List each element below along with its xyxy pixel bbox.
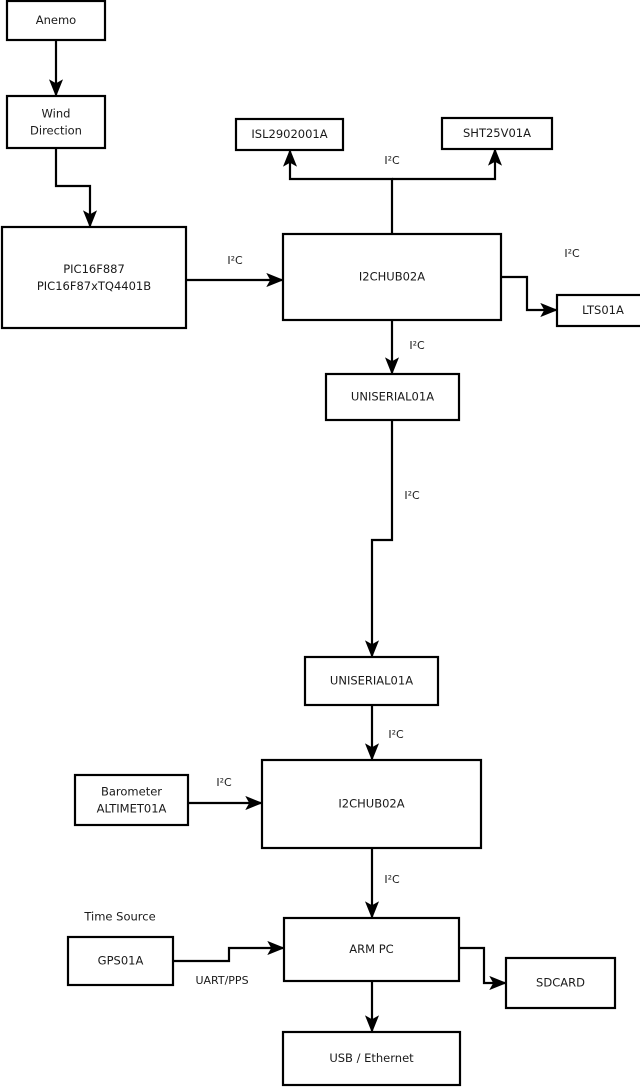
node-sdcard[interactable]: SDCARD: [504, 956, 617, 1010]
node-label-barometer-line1: Barometer: [101, 785, 162, 799]
node-label-sdcard: SDCARD: [536, 976, 585, 990]
edge-barometer-hub-bot: I²C: [171, 776, 263, 811]
node-label-wind-line1: Wind: [42, 107, 71, 121]
node-box-lts[interactable]: [555, 293, 640, 328]
node-label-anemo: Anemo: [36, 13, 76, 27]
node-uniserial-top[interactable]: UNISERIAL01A: [324, 372, 461, 422]
node-label-lts: LTS01A: [582, 303, 624, 317]
free-label-time-source: Time Source: [83, 910, 155, 924]
edge-path-hub-top-lts: [484, 269, 558, 318]
edge-uniserial-hub-bot: I²C: [364, 688, 404, 761]
node-uniserial-bot[interactable]: UNISERIAL01A: [303, 655, 440, 707]
edge-label-barometer-hub-bot: I²C: [216, 776, 232, 789]
node-sht[interactable]: SHT25V01A: [440, 116, 554, 151]
node-usbeth[interactable]: USB / Ethernet: [281, 1030, 462, 1087]
node-label-uniserial-top: UNISERIAL01A: [351, 390, 434, 404]
node-box-hub-top[interactable]: [281, 232, 503, 322]
node-box-anemo[interactable]: [5, 0, 107, 42]
edge-uniserial-chain: I²C: [364, 403, 420, 658]
edge-label-hub-top-uniserial: I²C: [409, 339, 425, 352]
edge-label-pic-hub-top: I²C: [227, 254, 243, 267]
node-box-uniserial-top[interactable]: [324, 372, 461, 422]
node-label-pic-line2: PIC16F87xTQ4401B: [37, 279, 151, 293]
node-lts[interactable]: LTS01A: [555, 293, 640, 328]
node-label-usbeth: USB / Ethernet: [329, 1051, 414, 1065]
node-isl[interactable]: ISL2902001A: [234, 117, 345, 152]
edge-label-hub-bot-armpc: I²C: [384, 873, 400, 886]
edges-layer: I²C I²C I²C I²C I²C I²C I²C I²C UART/PPS: [48, 23, 580, 1033]
edge-path-armpc-sdcard: [442, 940, 507, 991]
node-label-wind-line2: Direction: [30, 124, 82, 138]
node-box-gps[interactable]: [66, 935, 175, 987]
node-label-sht: SHT25V01A: [463, 126, 531, 140]
node-label-hub-bot: I2CHUB02A: [338, 797, 404, 811]
node-box-usbeth[interactable]: [281, 1030, 462, 1087]
node-label-armpc: ARM PC: [349, 942, 393, 956]
free-labels-layer: Time Source: [83, 910, 155, 924]
node-hub-bot[interactable]: I2CHUB02A: [260, 758, 483, 850]
edge-wind-pic: [48, 131, 98, 228]
edge-gps-armpc: UART/PPS: [173, 940, 285, 987]
node-label-gps: GPS01A: [98, 954, 144, 968]
edge-path-wind-pic: [48, 131, 98, 228]
node-label-isl: ISL2902001A: [251, 127, 327, 141]
node-gps[interactable]: GPS01A: [66, 935, 175, 987]
node-label-pic-line1: PIC16F887: [63, 262, 125, 276]
node-label-barometer-line2: ALTIMET01A: [97, 802, 167, 816]
node-box-pic[interactable]: [0, 225, 188, 330]
node-hub-top[interactable]: I2CHUB02A: [281, 232, 503, 322]
edge-label-uniserial-chain: I²C: [404, 489, 420, 502]
node-label-hub-top: I2CHUB02A: [359, 270, 425, 284]
edge-hub-bot-armpc: I²C: [364, 831, 400, 919]
node-box-sht[interactable]: [440, 116, 554, 151]
edge-label-hub-top-lts: I²C: [564, 247, 580, 260]
edge-armpc-sdcard: [442, 940, 507, 991]
edge-path-hub-top-sensors: [282, 149, 400, 251]
edge-pic-hub-top: I²C: [169, 254, 284, 288]
node-box-hub-bot[interactable]: [260, 758, 483, 850]
edge-path-uniserial-chain: [364, 403, 400, 658]
node-box-uniserial-bot[interactable]: [303, 655, 440, 707]
edge-path-hub-top-sensors-branch: [392, 148, 503, 181]
node-box-wind[interactable]: [5, 94, 107, 150]
node-label-uniserial-bot: UNISERIAL01A: [330, 674, 413, 688]
node-anemo[interactable]: Anemo: [5, 0, 107, 42]
edge-hub-top-lts: I²C: [484, 247, 580, 318]
node-box-isl[interactable]: [234, 117, 345, 152]
edge-path-gps-armpc: [173, 940, 285, 963]
node-box-barometer[interactable]: [73, 773, 190, 827]
edge-hub-top-sensors: I²C: [282, 148, 503, 251]
node-armpc[interactable]: ARM PC: [282, 916, 461, 983]
edge-label-hub-top-sensors: I²C: [384, 154, 400, 167]
edge-label-uniserial-hub-bot: I²C: [388, 728, 404, 741]
node-box-sdcard[interactable]: [504, 956, 617, 1010]
edge-hub-top-uniserial: I²C: [384, 303, 425, 375]
node-box-armpc[interactable]: [282, 916, 461, 983]
edge-label-gps-armpc: UART/PPS: [195, 974, 248, 987]
